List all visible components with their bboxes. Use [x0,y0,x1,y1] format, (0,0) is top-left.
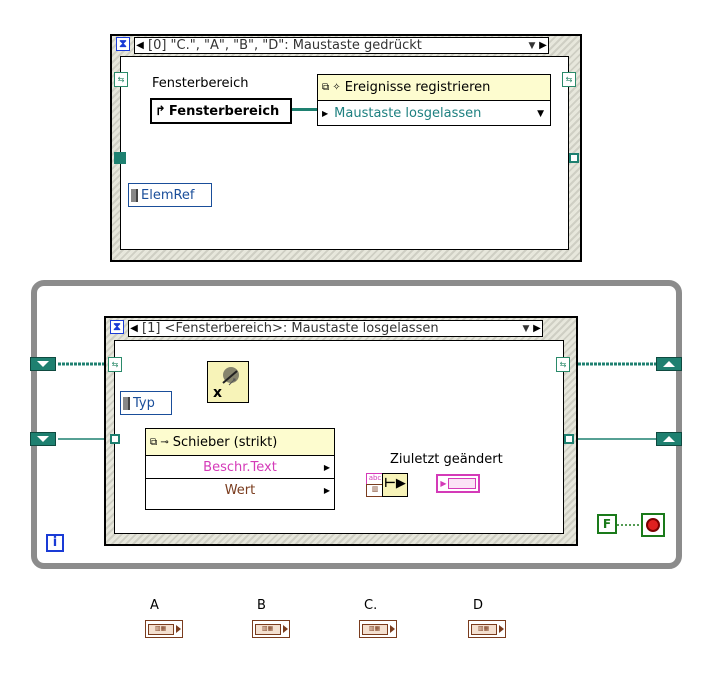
bundle-node[interactable]: abc ▥ ⊢▶ [366,473,408,497]
shift-register-right-bottom[interactable] [656,432,682,446]
top-event-selector-label: [0] "C.", "A", "B", "D": Maustaste gedrü… [148,38,422,53]
ref-tunnel-right [564,434,574,444]
dropdown-icon[interactable]: ▼ [528,40,536,51]
register-events-header: ⧉ ✧ Ereignisse registrieren [318,75,550,101]
false-constant-label: F [602,517,612,531]
top-right-tunnel [569,153,579,163]
property-row-value[interactable]: Wert ▶ [146,479,334,501]
register-events-title: Ereignisse registrieren [344,80,491,95]
register-icon: ⧉ ✧ [322,82,341,93]
register-events-node[interactable]: ⧉ ✧ Ereignisse registrieren ▶ Maustaste … [317,74,551,126]
event-registration-terminal-left[interactable]: ⇆ [114,72,128,87]
register-events-row[interactable]: ▶ Maustaste losgelassen ▼ [318,101,550,126]
stop-terminal[interactable] [641,513,665,537]
top-left-tunnel [114,152,126,164]
typ-label: Typ [133,395,155,411]
down-arrow-icon [37,436,49,442]
top-event-structure[interactable] [110,34,582,262]
fensterbereich-node[interactable]: ↱ Fensterbereich [150,98,292,124]
constant-glyph: ▥▦ [361,623,388,635]
property-row-text-label: Beschr.Text [203,459,277,475]
constant-label-c: C. [364,598,378,613]
bottom-event-selector-label: [1] <Fensterbereich>: Maustaste losgelas… [142,321,439,336]
elemref-node[interactable]: ElemRef [128,183,212,207]
typ-node[interactable]: Typ [120,391,172,415]
hourglass-icon: ⧗ [110,320,124,334]
close-reference-icon: x [213,367,239,401]
property-row-text[interactable]: Beschr.Text ▶ [146,456,334,479]
constant-label-b: B [257,598,266,613]
close-reference-node[interactable]: x [207,361,249,403]
dropdown-icon[interactable]: ▼ [522,323,530,334]
cluster-glyph [447,478,476,489]
ziuletzt-label: Ziuletzt geändert [390,452,503,467]
constant-a[interactable]: ▥▦ [145,620,183,638]
fensterbereich-label: Fensterbereich [152,76,249,91]
event-registration-terminal-right[interactable]: ⇆ [556,357,570,372]
while-loop-border [31,280,682,569]
cluster-arrow-icon: ▶ [440,479,447,488]
elemref-bar [131,188,138,202]
property-node-icon: ⧉ ⊸ [150,436,169,448]
constant-glyph: ▥▦ [147,623,174,635]
constant-c[interactable]: ▥▦ [359,620,397,638]
constant-label-a: A [150,598,159,613]
shift-register-left-bottom[interactable] [30,432,56,446]
property-node-header: ⧉ ⊸ Schieber (strikt) [146,429,334,456]
property-node-title: Schieber (strikt) [172,434,278,450]
up-arrow-icon [663,436,675,442]
prev-case-icon[interactable]: ◀ [130,323,138,334]
register-events-item: Maustaste losgelassen [334,106,482,121]
constant-arrow-icon [389,625,395,633]
false-constant[interactable]: F [597,514,617,534]
event-registration-terminal-right[interactable]: ⇆ [562,72,576,87]
constant-arrow-icon [175,625,181,633]
ref-tunnel-left [110,434,120,444]
constant-glyph: ▥▦ [254,623,281,635]
constant-label-d: D [473,598,484,613]
fensterbereich-node-label: Fensterbereich [168,103,280,119]
iteration-terminal: i [46,534,64,552]
item-dropdown-icon[interactable]: ▼ [537,108,544,119]
row-arrow-icon: ▶ [323,485,330,495]
svg-text:x: x [213,385,222,401]
event-registration-terminal-left[interactable]: ⇆ [108,357,122,372]
up-arrow-icon [663,361,675,367]
shift-register-right-top[interactable] [656,357,682,371]
property-node[interactable]: ⧉ ⊸ Schieber (strikt) Beschr.Text ▶ Wert… [145,428,335,510]
bottom-event-selector[interactable]: ◀ [1] <Fensterbereich>: Maustaste losgel… [128,320,543,337]
next-case-icon[interactable]: ▶ [533,323,541,334]
top-event-selector[interactable]: ◀ [0] "C.", "A", "B", "D": Maustaste ged… [134,37,549,54]
fensterbereich-wire [292,108,318,111]
property-row-value-label: Wert [224,482,256,498]
stop-icon [646,518,660,532]
reference-arrow-icon: ↱ [155,103,166,119]
prev-case-icon[interactable]: ◀ [136,40,144,51]
constant-arrow-icon [498,625,504,633]
ziuletzt-indicator[interactable]: ▶ [436,474,480,493]
shift-register-left-top[interactable] [30,357,56,371]
bundle-body: ⊢▶ [382,473,408,497]
down-arrow-icon [37,361,49,367]
next-case-icon[interactable]: ▶ [539,40,547,51]
constant-d[interactable]: ▥▦ [468,620,506,638]
iteration-label: i [52,535,58,550]
row-arrow-icon: ▶ [322,109,329,118]
elemref-label: ElemRef [141,187,195,203]
typ-bar [123,396,130,410]
constant-b[interactable]: ▥▦ [252,620,290,638]
row-arrow-icon: ▶ [323,462,330,472]
constant-arrow-icon [282,625,288,633]
constant-glyph: ▥▦ [470,623,497,635]
hourglass-icon: ⧗ [116,37,130,51]
